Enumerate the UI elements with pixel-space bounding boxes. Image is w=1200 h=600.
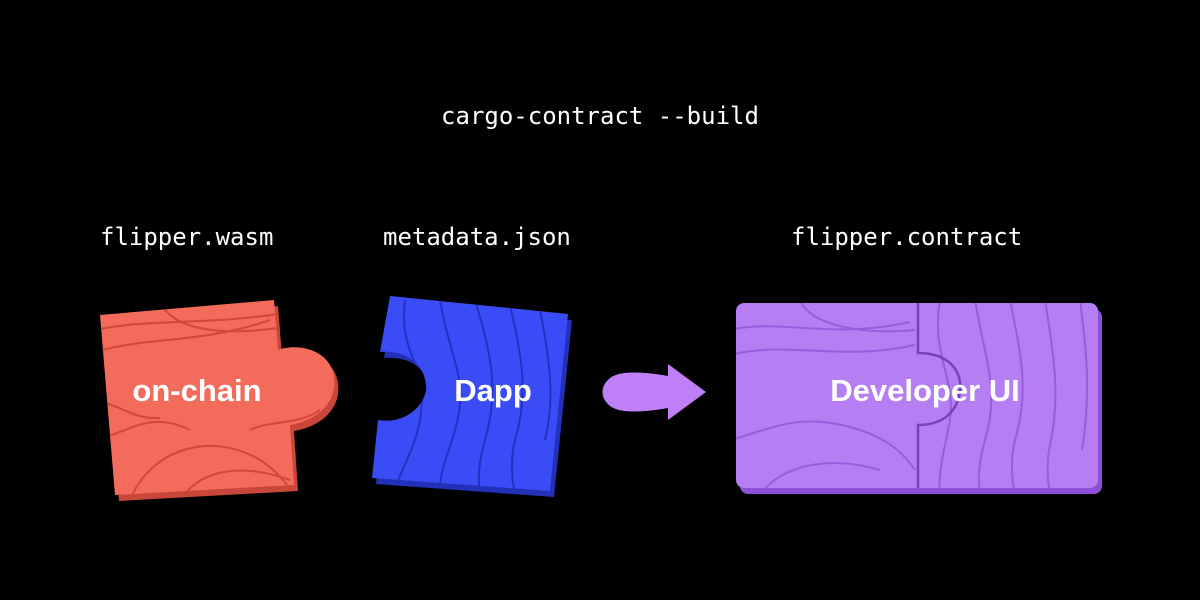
developer-ui-label: Developer UI — [830, 373, 1020, 408]
build-command: cargo-contract --build — [441, 102, 759, 130]
developer-ui-puzzle-piece: Developer UI — [736, 303, 1102, 494]
arrow-right-icon — [602, 364, 706, 420]
onchain-puzzle-piece: on-chain — [100, 300, 339, 501]
onchain-label: on-chain — [132, 373, 261, 408]
contract-file-label: flipper.contract — [791, 223, 1023, 251]
wasm-file-label: flipper.wasm — [100, 223, 274, 251]
metadata-file-label: metadata.json — [383, 223, 571, 251]
dapp-label: Dapp — [454, 373, 532, 408]
dapp-puzzle-piece: Dapp — [372, 296, 572, 497]
